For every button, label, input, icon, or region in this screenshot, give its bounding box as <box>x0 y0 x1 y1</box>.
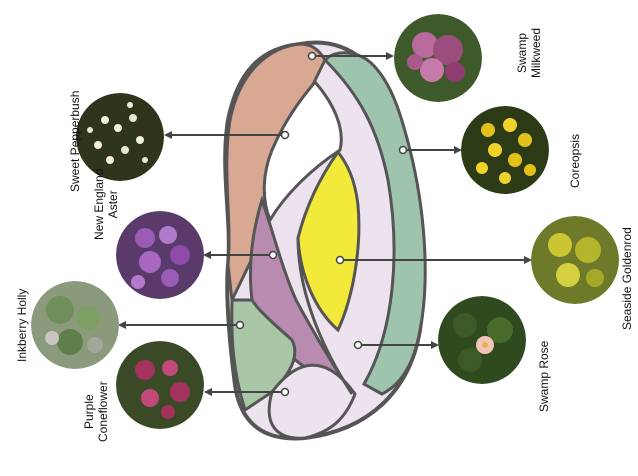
label-line: Swamp Rose <box>537 341 551 412</box>
label-line: Sweet Pepperbush <box>68 91 82 192</box>
plant-photo-seaside-goldenrod <box>531 216 619 304</box>
plant-photo-sweet-pepperbush <box>76 93 164 181</box>
label-seaside-goldenrod: Seaside Goldenrod <box>620 227 634 330</box>
label-line: Inkberry Holly <box>15 289 29 362</box>
garden-bed <box>225 43 425 439</box>
plant-photo-new-england-aster <box>116 211 204 299</box>
label-inkberry-holly: Inkberry Holly <box>15 289 29 362</box>
label-line: Seaside Goldenrod <box>620 227 634 330</box>
label-swamp-rose: Swamp Rose <box>537 341 551 412</box>
label-line: Milkweed <box>529 28 543 78</box>
plant-photo-swamp-milkweed <box>394 14 482 102</box>
label-line: Aster <box>106 169 120 240</box>
label-line: Purple <box>82 381 96 442</box>
label-sweet-pepperbush: Sweet Pepperbush <box>68 91 82 192</box>
label-purple-coneflower: Purple Coneflower <box>82 381 110 442</box>
plant-photo-inkberry-holly <box>31 281 119 369</box>
label-new-england-aster: New England Aster <box>92 169 120 240</box>
label-swamp-milkweed: Swamp Milkweed <box>515 28 543 78</box>
label-line: Swamp <box>515 28 529 78</box>
label-line: New England <box>92 169 106 240</box>
plant-photo-swamp-rose <box>438 296 526 384</box>
label-coreopsis: Coreopsis <box>568 134 582 188</box>
plant-photo-coreopsis <box>461 106 549 194</box>
label-line: Coreopsis <box>568 134 582 188</box>
label-line: Coneflower <box>96 381 110 442</box>
plant-photo-purple-coneflower <box>116 341 204 429</box>
